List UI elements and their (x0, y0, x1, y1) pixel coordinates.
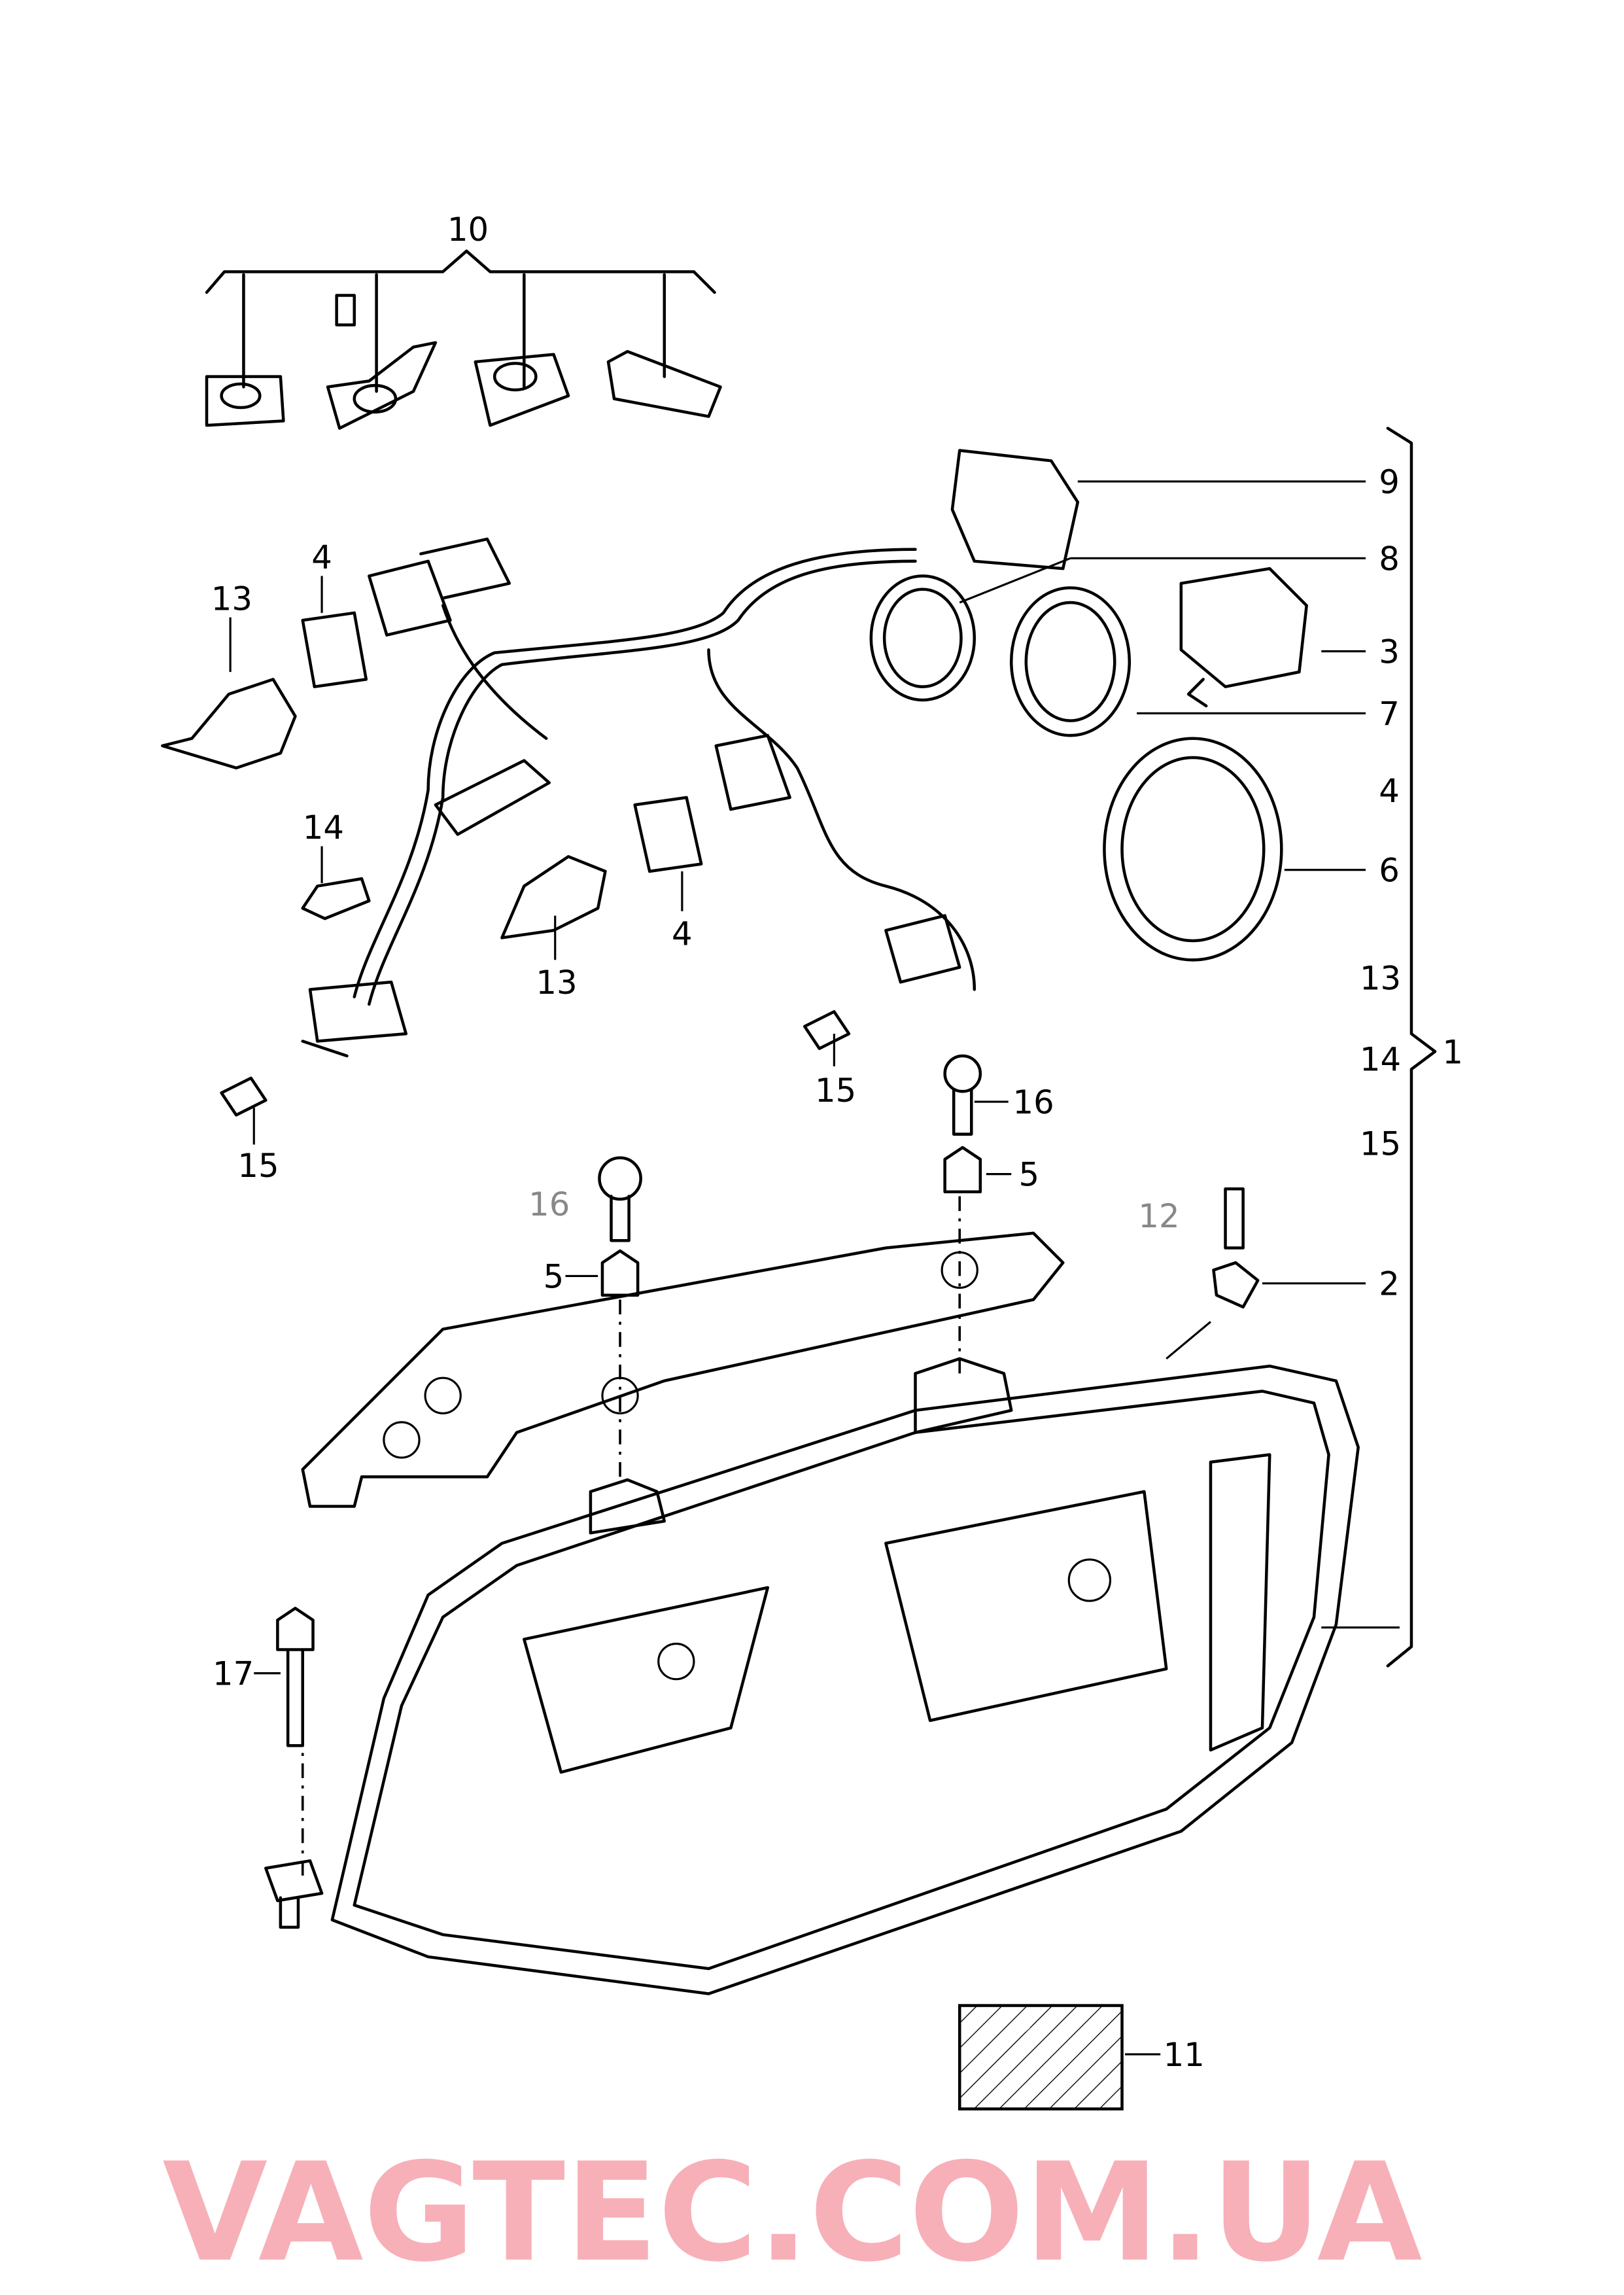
seals-and-motor (869, 567, 1308, 962)
callout-labels: 10 9 8 3 7 4 6 13 14 15 1 2 12 16 5 16 5… (211, 211, 1463, 2074)
bulbs (161, 678, 851, 1117)
callout-17: 17 (213, 1655, 254, 1693)
callout-13: 13 (536, 964, 577, 1002)
callout-15: 15 (1360, 1125, 1401, 1163)
callout-14: 14 (303, 809, 344, 847)
part-group-10-bracket (205, 249, 716, 393)
mounting-bracket (301, 1196, 1065, 1876)
leader-lines (229, 480, 1400, 2056)
callout-5: 5 (1019, 1156, 1040, 1194)
callout-12: 12 (1138, 1197, 1179, 1235)
callout-4: 4 (311, 538, 332, 576)
brace-1 (1386, 427, 1437, 1668)
callout-10: 10 (447, 211, 489, 249)
callout-5: 5 (544, 1257, 564, 1295)
callout-2: 2 (1379, 1265, 1400, 1303)
callout-1: 1 (1442, 1033, 1463, 1071)
callout-16: 16 (1012, 1083, 1054, 1121)
callout-13: 13 (211, 580, 252, 618)
callout-7: 7 (1379, 695, 1400, 733)
headlight-housing (330, 1357, 1360, 1995)
callout-8: 8 (1379, 540, 1400, 578)
callout-16: 16 (528, 1185, 570, 1223)
callout-14: 14 (1360, 1041, 1401, 1079)
callout-15: 15 (237, 1147, 279, 1185)
label-sticker-11 (958, 2004, 1124, 2111)
bulb-holders (301, 611, 703, 873)
wiring-harness (301, 449, 1080, 1058)
callout-9: 9 (1379, 463, 1400, 501)
callout-6: 6 (1379, 852, 1400, 890)
callout-3: 3 (1379, 633, 1400, 671)
callout-4: 4 (672, 915, 693, 953)
callout-11: 11 (1164, 2036, 1205, 2074)
watermark: VAGTEC.COM.UA (162, 2133, 1422, 2292)
callout-4: 4 (1379, 772, 1400, 810)
fasteners (264, 1054, 1260, 1929)
callout-15: 15 (815, 1072, 856, 1110)
callout-13: 13 (1360, 959, 1401, 997)
repair-bracket-parts (205, 294, 722, 430)
